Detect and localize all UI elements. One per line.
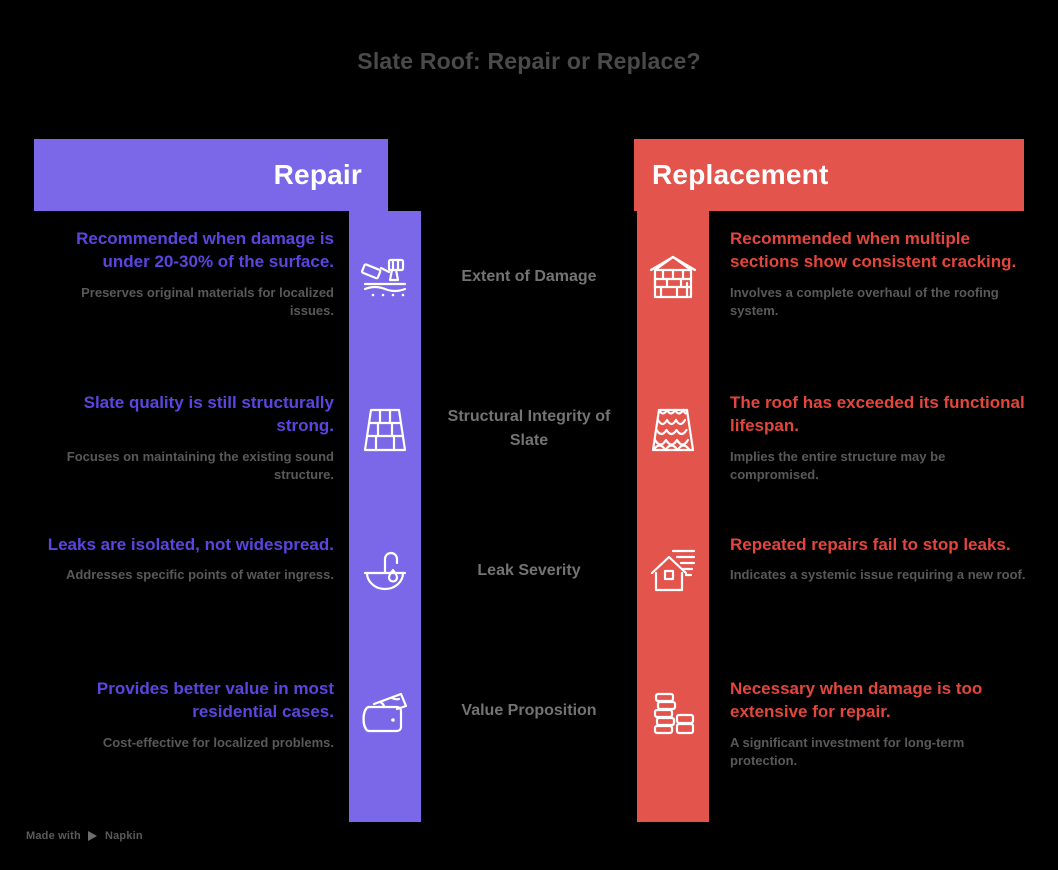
- row-right-subtext: Indicates a systemic issue requiring a n…: [730, 567, 1026, 583]
- row-left-content: Recommended when damage is under 20-30% …: [34, 227, 334, 321]
- row-left-subtext: Focuses on maintaining the existing soun…: [66, 448, 334, 483]
- row-left-content: Provides better value in most residentia…: [34, 677, 334, 752]
- row-right-content: The roof has exceeded its functional lif…: [730, 391, 1030, 485]
- house-storm-icon: [637, 545, 709, 595]
- cracked-house-icon: [637, 253, 709, 305]
- column-header-replacement: Replacement: [634, 139, 1024, 211]
- row-right-content: Necessary when damage is too extensive f…: [730, 677, 1030, 771]
- row-center-label: Structural Integrity of Slate: [447, 408, 611, 449]
- row-right-subtext: Implies the entire structure may be comp…: [730, 448, 946, 483]
- comparison-row: Leaks are isolated, not widespread. Addr…: [0, 533, 1058, 673]
- row-right-headline: The roof has exceeded its functional lif…: [730, 393, 1025, 436]
- column-header-repair-label: Repair: [273, 159, 362, 190]
- comparison-row: Slate quality is still structurally stro…: [0, 391, 1058, 531]
- row-left-subtext: Preserves original materials for localiz…: [81, 284, 334, 319]
- row-center-label: Leak Severity: [477, 562, 581, 579]
- row-center-label: Extent of Damage: [461, 268, 597, 285]
- row-center-label: Value Proposition: [461, 702, 597, 719]
- slate-tiles-icon: [349, 405, 421, 455]
- comparison-rows: Recommended when damage is under 20-30% …: [0, 211, 1058, 822]
- row-left-headline: Leaks are isolated, not widespread.: [47, 535, 334, 554]
- row-right-headline: Necessary when damage is too extensive f…: [730, 679, 983, 722]
- row-left-subtext: Addresses specific points of water ingre…: [65, 567, 334, 583]
- row-left-headline: Provides better value in most residentia…: [96, 679, 334, 722]
- row-right-content: Recommended when multiple sections show …: [730, 227, 1030, 321]
- page-title: Slate Roof: Repair or Replace?: [357, 48, 701, 74]
- row-right-content: Repeated repairs fail to stop leaks. Ind…: [730, 533, 1030, 585]
- column-header-repair: Repair: [34, 139, 388, 211]
- scalloped-shingles-icon: [637, 405, 709, 455]
- row-left-subtext: Cost-effective for localized problems.: [102, 734, 334, 750]
- comparison-row: Recommended when damage is under 20-30% …: [0, 227, 1058, 372]
- row-right-subtext: A significant investment for long-term p…: [730, 734, 965, 769]
- watermark-made-with-label: Made with: [26, 830, 81, 842]
- column-header-replacement-label: Replacement: [652, 159, 829, 190]
- faucet-drip-icon: [349, 545, 421, 595]
- watermark-brand-label: Napkin: [104, 830, 143, 842]
- row-left-headline: Recommended when damage is under 20-30% …: [76, 229, 334, 272]
- row-right-headline: Repeated repairs fail to stop leaks.: [730, 535, 1011, 554]
- wallet-cash-icon: [349, 689, 421, 739]
- row-right-headline: Recommended when multiple sections show …: [730, 229, 1017, 272]
- icon-rail-repair: [349, 211, 421, 822]
- coin-stacks-icon: [637, 689, 709, 739]
- row-left-content: Slate quality is still structurally stro…: [34, 391, 334, 485]
- hammer-surface-icon: [349, 253, 421, 305]
- napkin-logo-icon: [87, 831, 97, 841]
- row-left-content: Leaks are isolated, not widespread. Addr…: [34, 533, 334, 585]
- row-left-headline: Slate quality is still structurally stro…: [83, 393, 334, 436]
- comparison-row: Provides better value in most residentia…: [0, 677, 1058, 817]
- napkin-watermark[interactable]: Made with Napkin: [26, 830, 143, 842]
- row-right-subtext: Involves a complete overhaul of the roof…: [730, 284, 999, 319]
